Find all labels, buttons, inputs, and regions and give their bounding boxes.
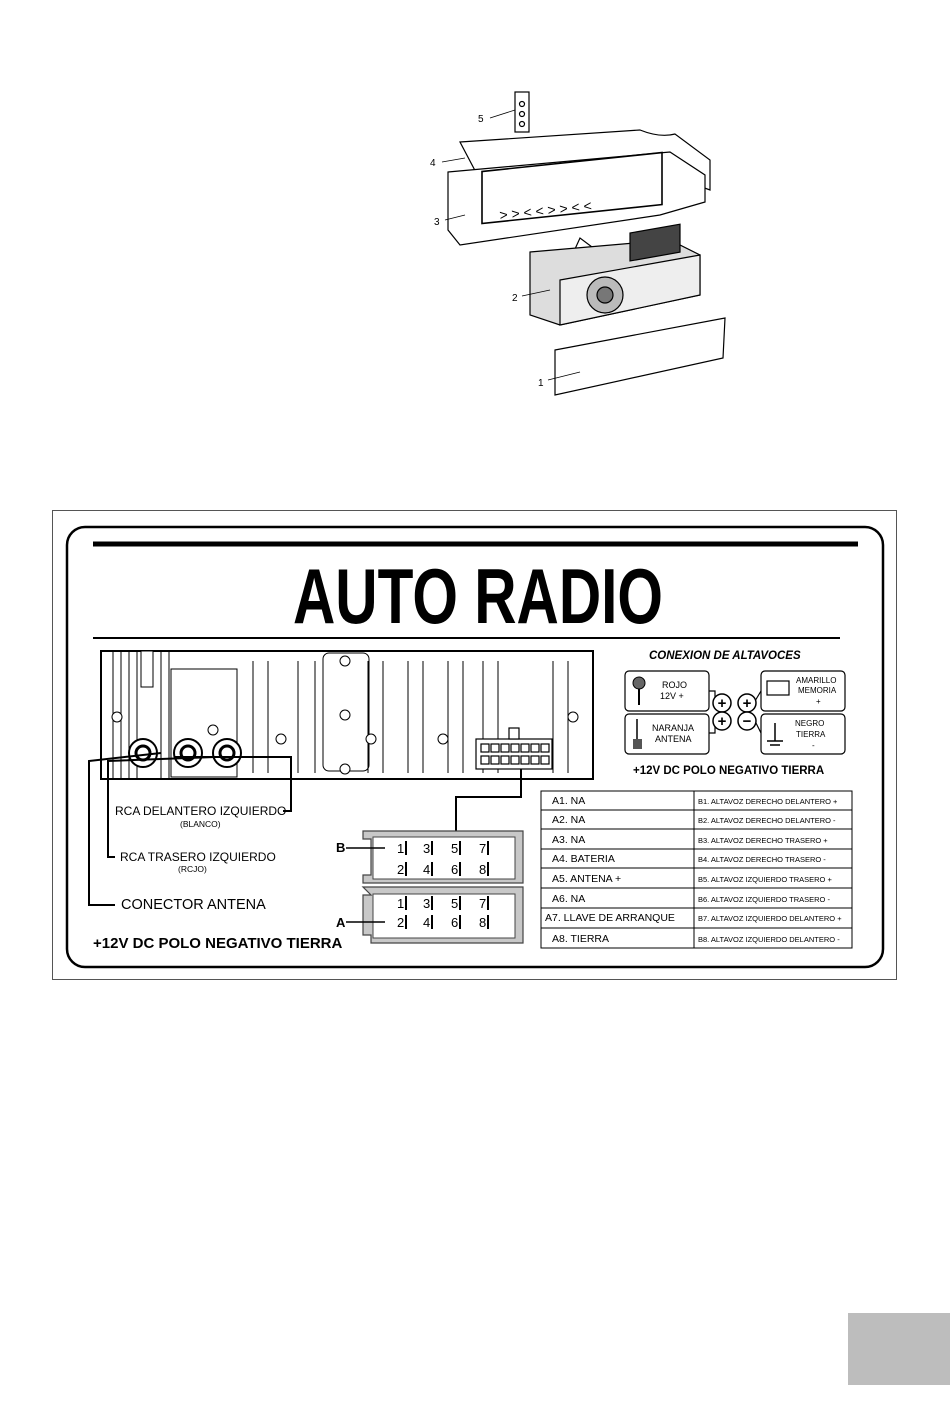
panel-frame (65, 525, 885, 969)
pin-a8: A8. TIERRA (552, 933, 609, 945)
mounting-strip (514, 91, 530, 133)
pin-a2: A2. NA (552, 814, 585, 826)
callout-5: 5 (478, 114, 484, 125)
orange-label: NARANJA (652, 723, 694, 733)
black-function: TIERRA (796, 730, 826, 739)
rca-front-sub: (BLANCO) (180, 819, 221, 829)
black-polarity: - (812, 741, 815, 750)
pin-a-6: 6 (451, 915, 458, 930)
yellow-function: MEMORIA (798, 686, 837, 695)
rca-front-label: RCA DELANTERO IZQUIERDO (115, 804, 286, 818)
yellow-label: AMARILLO (796, 676, 836, 685)
pin-a-1: 1 (397, 896, 404, 911)
pin-b-1: 1 (397, 841, 404, 856)
antenna-leader (88, 752, 162, 906)
speaker-heading: CONEXION DE ALTAVOCES (649, 650, 801, 662)
plus-sign-3: + (718, 713, 727, 730)
rca-rear-socket (212, 738, 242, 768)
power-orange-box: NARANJA ANTENA (624, 713, 710, 755)
rca-front-socket (173, 738, 203, 768)
pin-b-3: 3 (423, 841, 430, 856)
rca-rear-leader (107, 756, 216, 858)
pin-b-7: 7 (479, 841, 486, 856)
pin-b-8: 8 (479, 862, 486, 877)
pin-b-4: 4 (423, 862, 430, 877)
pin-a-4: 4 (423, 915, 430, 930)
yellow-polarity: + (816, 697, 821, 706)
pin-a3: A3. NA (552, 834, 585, 846)
iso-plug-a (361, 886, 524, 944)
iso-plug-b (362, 830, 524, 884)
red-voltage: 12V + (660, 691, 684, 701)
callout-3: 3 (434, 217, 440, 228)
orange-function: ANTENA (655, 734, 692, 744)
connector-b-label: B (336, 840, 345, 855)
pin-b-5: 5 (451, 841, 458, 856)
pin-a6: A6. NA (552, 893, 585, 905)
pin-a4: A4. BATERIA (552, 853, 615, 865)
power-yellow-box: AMARILLO MEMORIA + (760, 670, 846, 712)
page-tab (848, 1313, 950, 1385)
black-label: NEGRO (795, 719, 824, 728)
rca-rear-label: RCA TRASERO IZQUIERDO (120, 850, 276, 864)
pin-a-5: 5 (451, 896, 458, 911)
pin-a-2: 2 (397, 915, 404, 930)
pin-a1: A1. NA (552, 795, 585, 807)
pin-b4: B4. ALTAVOZ DERECHO TRASERO - (698, 855, 826, 864)
connector-a-label: A (336, 915, 346, 930)
power-black-box: NEGRO TIERRA - (760, 713, 846, 755)
pin-a7: A7. LLAVE DE ARRANQUE (545, 912, 675, 924)
radio-back-panel (100, 650, 594, 780)
plus-sign-1: + (718, 695, 727, 712)
rca-front-leader (174, 756, 292, 812)
pin-b3: B3. ALTAVOZ DERECHO TRASERO + (698, 836, 828, 845)
pin-b-6: 6 (451, 862, 458, 877)
minus-sign: − (743, 713, 752, 730)
pin-a-3: 3 (423, 896, 430, 911)
pin-b7: B7. ALTAVOZ IZQUIERDO DELANTERO + (698, 914, 842, 923)
pin-b-2: 2 (397, 862, 404, 877)
pin-b2: B2. ALTAVOZ DERECHO DELANTERO - (698, 816, 836, 825)
pin-a5: A5. ANTENA + (552, 873, 621, 885)
pin-b5: B5. ALTAVOZ IZQUIERDO TRASERO + (698, 875, 832, 884)
polarity-symbols: + + + − (712, 693, 757, 731)
polarity-note-left: +12V DC POLO NEGATIVO TIERRA (93, 935, 343, 952)
red-label: ROJO (662, 680, 687, 690)
radio-unit (529, 223, 701, 326)
pin-a-7: 7 (479, 896, 486, 911)
iso-socket (475, 727, 553, 770)
pin-b6: B6. ALTAVOZ IZQUIERDO TRASERO - (698, 895, 830, 904)
rca-rear-sub: (RCJO) (178, 864, 207, 874)
power-red-box: ROJO 12V + (624, 670, 710, 712)
pin-b8: B8. ALTAVOZ IZQUIERDO DELANTERO - (698, 935, 840, 944)
pin-a-8: 8 (479, 915, 486, 930)
callout-4: 4 (430, 158, 436, 169)
iso-leader (455, 769, 522, 831)
diagram-title: AUTO RADIO (293, 552, 663, 640)
pin-b1: B1. ALTAVOZ DERECHO DELANTERO + (698, 797, 838, 806)
callout-1: 1 (538, 378, 544, 389)
pin-table: A1. NA A2. NA A3. NA A4. BATERIA A5. ANT… (540, 790, 853, 949)
callout-2: 2 (512, 293, 518, 304)
antenna-connector-label: CONECTOR ANTENA (121, 897, 266, 913)
plus-sign-2: + (743, 695, 752, 712)
polarity-note-right: +12V DC POLO NEGATIVO TIERRA (633, 765, 824, 777)
pin-grid: 1 3 5 7 2 4 6 8 1 3 5 7 2 4 6 8 (397, 841, 486, 930)
installation-diagram: > > < < > > < < 1 2 3 4 5 (430, 91, 726, 396)
front-cover (554, 317, 726, 396)
wiring-diagram: AUTO RADIO (52, 510, 897, 980)
